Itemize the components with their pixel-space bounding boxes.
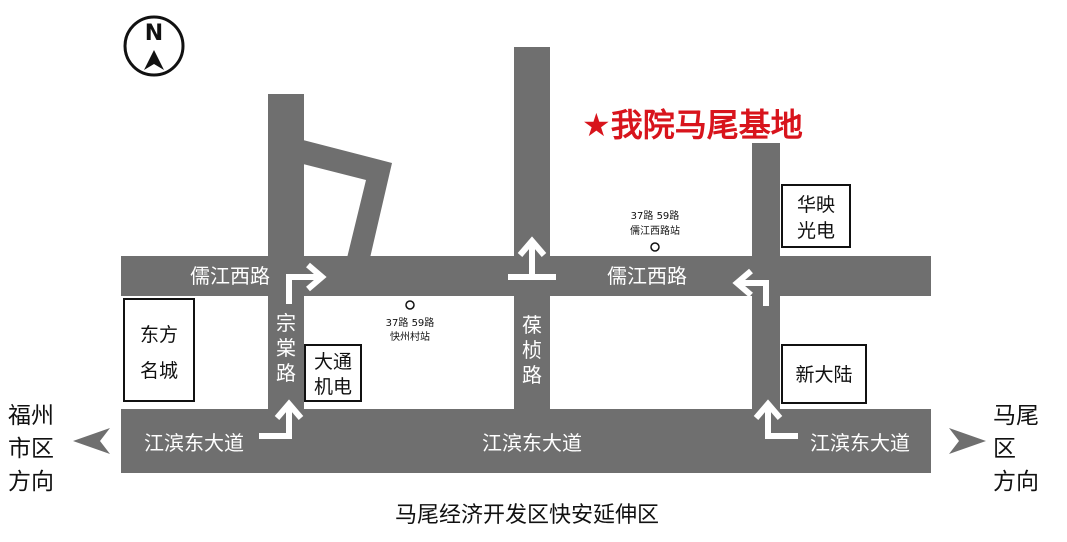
svg-text:东方: 东方 bbox=[140, 324, 178, 346]
svg-text:儒江西路站: 儒江西路站 bbox=[630, 224, 680, 237]
arrow-right-icon bbox=[949, 428, 986, 454]
arrow-up-baozhen-icon bbox=[508, 236, 556, 280]
building-xindalu: 新大陆 bbox=[781, 344, 867, 404]
north-compass-icon: N bbox=[123, 15, 185, 77]
svg-text:名城: 名城 bbox=[140, 360, 178, 382]
building-huaying: 华映 光电 bbox=[781, 184, 851, 248]
baozhen-road-label: 葆 桢 路 bbox=[522, 313, 542, 387]
map-title: ★我院马尾基地 bbox=[582, 106, 803, 144]
svg-text:37路 59路: 37路 59路 bbox=[386, 316, 435, 329]
svg-text:路: 路 bbox=[522, 363, 542, 387]
arrow-jiangbin-right-icon bbox=[753, 399, 798, 439]
direction-fuzhou: 福州 市区 方向 bbox=[8, 403, 54, 495]
zongtang-road bbox=[268, 94, 304, 410]
svg-text:快州村站: 快州村站 bbox=[390, 330, 430, 343]
jiangbin-road-label-mid: 江滨东大道 bbox=[482, 431, 582, 455]
map-footer: 马尾经济开发区快安延伸区 bbox=[395, 503, 659, 528]
svg-text:棠: 棠 bbox=[276, 336, 296, 360]
svg-text:路: 路 bbox=[276, 361, 296, 385]
rujiang-road-label-right: 儒江西路 bbox=[607, 264, 687, 288]
svg-text:市区: 市区 bbox=[8, 436, 54, 462]
svg-text:大通: 大通 bbox=[314, 351, 352, 373]
svg-text:37路 59路: 37路 59路 bbox=[631, 209, 680, 222]
svg-text:新大陆: 新大陆 bbox=[795, 364, 852, 386]
arrow-jiangbin-left-icon bbox=[259, 399, 304, 439]
arrow-up-right-icon bbox=[286, 262, 327, 304]
diagonal-road bbox=[303, 140, 392, 258]
svg-text:葆: 葆 bbox=[522, 313, 542, 337]
bus-stop-kuaizhou: 37路 59路 快州村站 bbox=[386, 300, 435, 343]
jiangbin-road-label-left: 江滨东大道 bbox=[144, 431, 244, 455]
svg-text:光电: 光电 bbox=[797, 220, 835, 242]
bus-stop-rujiang: 37路 59路 儒江西路站 bbox=[630, 209, 680, 252]
svg-text:福州: 福州 bbox=[8, 403, 54, 429]
svg-text:马尾: 马尾 bbox=[993, 403, 1039, 429]
road-network bbox=[121, 47, 931, 473]
arrow-up-left-icon bbox=[732, 268, 769, 306]
compass-letter: N bbox=[145, 21, 163, 46]
svg-text:区: 区 bbox=[993, 436, 1016, 462]
bus-stop-icon bbox=[650, 242, 660, 252]
svg-text:华映: 华映 bbox=[797, 194, 835, 216]
baozhen-road bbox=[514, 47, 550, 410]
svg-text:机电: 机电 bbox=[314, 376, 352, 398]
building-datong: 大通 机电 bbox=[304, 344, 362, 402]
jiangbin-road bbox=[121, 409, 931, 473]
svg-text:桢: 桢 bbox=[522, 338, 542, 362]
rujiang-road-label-left: 儒江西路 bbox=[190, 264, 270, 288]
svg-text:方向: 方向 bbox=[993, 469, 1039, 495]
svg-text:方向: 方向 bbox=[8, 469, 54, 495]
jiangbin-road-label-right: 江滨东大道 bbox=[810, 431, 910, 455]
building-dongfang: 东方 名城 bbox=[123, 298, 195, 402]
zongtang-road-label: 宗 棠 路 bbox=[276, 311, 296, 385]
direction-mawei: 马尾 区 方向 bbox=[993, 403, 1039, 495]
arrow-left-icon bbox=[73, 428, 110, 454]
turn-arrows bbox=[259, 236, 798, 439]
svg-text:宗: 宗 bbox=[276, 311, 296, 335]
bus-stop-icon bbox=[405, 300, 415, 310]
